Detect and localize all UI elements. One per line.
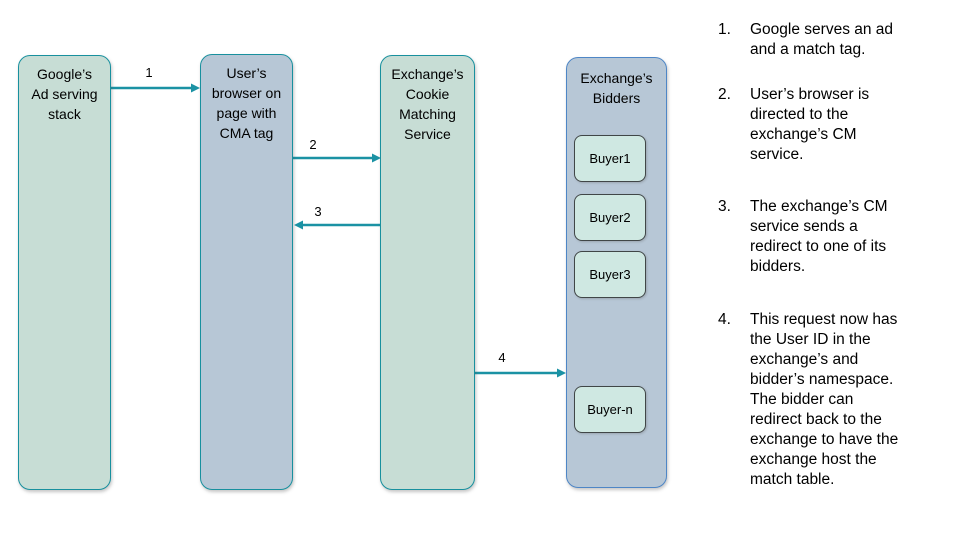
node-exchange-bidders: Exchange’s Bidders Buyer1 Buyer2 Buyer3 … bbox=[566, 57, 667, 488]
arrow-1 bbox=[111, 83, 200, 93]
buyer-box-3: Buyer3 bbox=[574, 251, 646, 298]
step-text-1: Google serves an ad and a match tag. bbox=[750, 21, 894, 58]
step-text-2: User’s browser is directed to the exchan… bbox=[750, 86, 870, 163]
node-label-browser: User’s browser on page with CMA tag bbox=[211, 65, 282, 141]
step-number-2: 2. bbox=[718, 86, 731, 103]
arrow-label-4: 4 bbox=[498, 350, 506, 365]
step-item-2: 2. User’s browser is directed to the exc… bbox=[718, 85, 950, 165]
step-text-4: This request now has the User ID in the … bbox=[750, 311, 899, 488]
step-item-3: 3. The exchange’s CM service sends a red… bbox=[718, 197, 950, 277]
step-number-3: 3. bbox=[718, 198, 731, 215]
arrow-label-2: 2 bbox=[309, 137, 317, 152]
node-label-bidders: Exchange’s Bidders bbox=[580, 70, 653, 106]
step-text-3: The exchange’s CM service sends a redire… bbox=[750, 198, 888, 275]
arrow-3 bbox=[294, 220, 380, 230]
arrow-4 bbox=[475, 368, 566, 378]
buyer-box-1: Buyer1 bbox=[574, 135, 646, 182]
arrow-2 bbox=[293, 153, 381, 163]
buyer-box-2: Buyer2 bbox=[574, 194, 646, 241]
node-label-google: Google’s Ad serving stack bbox=[31, 66, 98, 122]
node-user-browser: User’s browser on page with CMA tag bbox=[200, 54, 293, 490]
step-number-4: 4. bbox=[718, 311, 731, 328]
arrow-label-1: 1 bbox=[145, 65, 153, 80]
step-item-1: 1. Google serves an ad and a match tag. bbox=[718, 20, 950, 60]
buyer-box-n: Buyer-n bbox=[574, 386, 646, 433]
node-cookie-matching-service: Exchange’s Cookie Matching Service bbox=[380, 55, 475, 490]
node-label-cm-service: Exchange’s Cookie Matching Service bbox=[391, 66, 464, 142]
node-google-ad-serving-stack: Google’s Ad serving stack bbox=[18, 55, 111, 490]
step-number-1: 1. bbox=[718, 21, 731, 38]
step-item-4: 4. This request now has the User ID in t… bbox=[718, 310, 950, 490]
arrow-label-3: 3 bbox=[314, 204, 322, 219]
